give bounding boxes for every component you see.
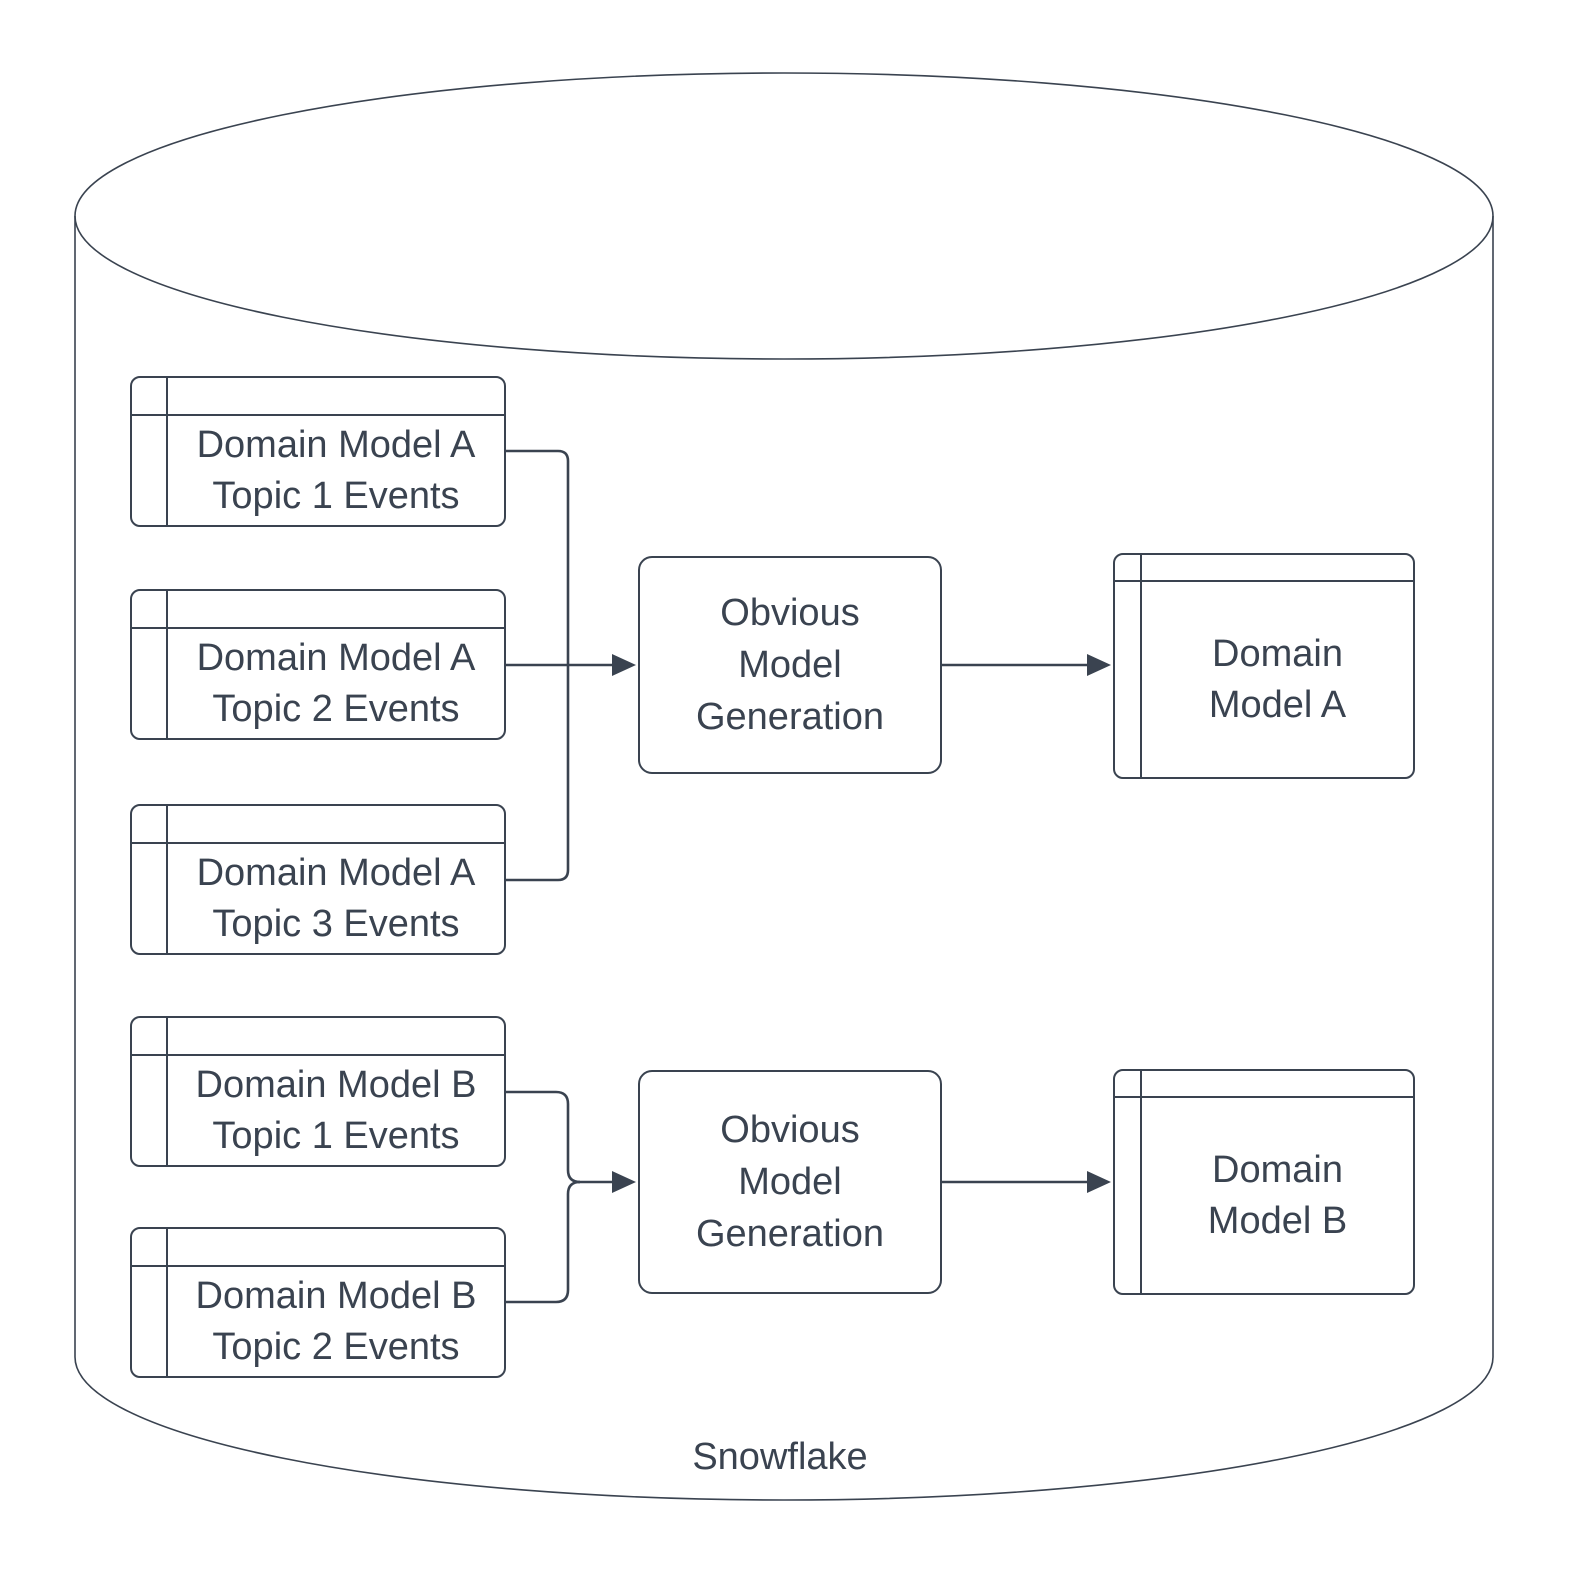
table-label: Domain Model B Topic 1 Events (168, 1056, 504, 1165)
snowflake-label: Snowflake (692, 1436, 868, 1478)
table-domain-model-a-topic-2-events: Domain Model A Topic 2 Events (130, 589, 506, 740)
process-label-line3: Generation (695, 1213, 884, 1255)
table-domain-model-a-topic-1-events: Domain Model A Topic 1 Events (130, 376, 506, 527)
table-label-line1: Domain Model A (196, 423, 476, 466)
arrowhead-into-model-b (1087, 1171, 1111, 1193)
snowflake-cylinder-shape (74, 72, 1494, 1501)
process-obvious-model-generation-a: Obvious Model Generation (638, 556, 942, 774)
table-header-row (132, 1018, 504, 1056)
cylinder-body (74, 216, 1494, 1501)
table-label: Domain Model A (1142, 582, 1413, 777)
table-header-row (1115, 1071, 1413, 1098)
table-domain-model-a-topic-3-events: Domain Model A Topic 3 Events (130, 804, 506, 955)
table-header-row (1115, 555, 1413, 582)
table-label: Domain Model A Topic 1 Events (168, 416, 504, 525)
table-label-line2: Model A (1208, 683, 1347, 726)
table-label: Domain Model A Topic 2 Events (168, 629, 504, 738)
table-header-row (132, 1229, 504, 1267)
table-left-column (1115, 555, 1142, 777)
table-label-line2: Topic 3 Events (212, 902, 460, 945)
table-label-line1: Domain (1212, 632, 1343, 675)
table-domain-model-b-topic-2-events: Domain Model B Topic 2 Events (130, 1227, 506, 1378)
table-label-line1: Domain Model A (196, 851, 476, 894)
process-label-line2: Model (738, 644, 842, 686)
cylinder-top-ellipse (74, 72, 1494, 360)
table-label-line1: Domain Model B (195, 1063, 477, 1106)
table-header-row (132, 378, 504, 416)
table-label: Domain Model B (1142, 1098, 1413, 1293)
table-left-column (132, 378, 168, 525)
table-left-column (132, 1229, 168, 1376)
table-label-line2: Topic 2 Events (212, 1325, 460, 1368)
arrowhead-into-model-a (1087, 654, 1111, 676)
table-label-line1: Domain Model A (196, 636, 476, 679)
table-header-row (132, 806, 504, 844)
arrowhead-into-generation-b (612, 1171, 636, 1193)
table-label-line2: Model B (1207, 1199, 1348, 1242)
table-left-column (1115, 1071, 1142, 1293)
table-header-row (132, 591, 504, 629)
connector-topic1-b-to-junction (506, 1090, 581, 1184)
process-label-line1: Obvious (720, 592, 860, 634)
process-label-line1: Obvious (720, 1109, 860, 1151)
table-label-line1: Domain Model B (195, 1274, 477, 1317)
table-label: Domain Model B Topic 2 Events (168, 1267, 504, 1376)
connector-topic2-b-to-junction (506, 1180, 581, 1304)
table-left-column (132, 1018, 168, 1165)
process-label-line3: Generation (695, 696, 884, 738)
table-label-line1: Domain (1212, 1148, 1343, 1191)
table-label-line2: Topic 1 Events (212, 474, 460, 517)
table-label: Domain Model A Topic 3 Events (168, 844, 504, 953)
table-left-column (132, 591, 168, 738)
table-label-line2: Topic 2 Events (212, 687, 460, 730)
table-domain-model-b-topic-1-events: Domain Model B Topic 1 Events (130, 1016, 506, 1167)
arrowhead-into-generation-a (612, 654, 636, 676)
process-label-line2: Model (738, 1161, 842, 1203)
table-domain-model-a: Domain Model A (1113, 553, 1415, 779)
table-domain-model-b: Domain Model B (1113, 1069, 1415, 1295)
table-left-column (132, 806, 168, 953)
table-label-line2: Topic 1 Events (212, 1114, 460, 1157)
process-obvious-model-generation-b: Obvious Model Generation (638, 1070, 942, 1294)
